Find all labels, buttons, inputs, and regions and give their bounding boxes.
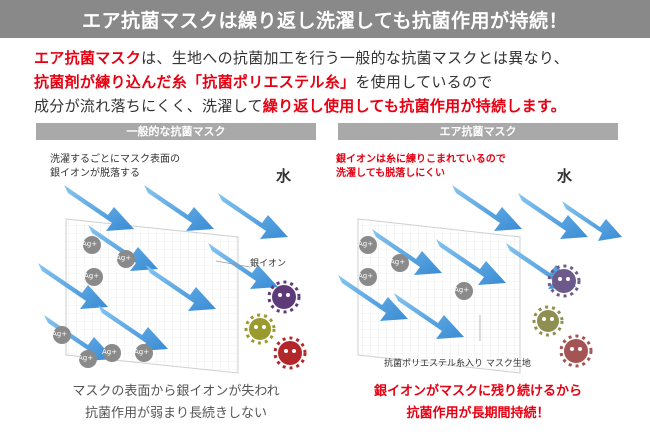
water-arrow <box>436 239 506 285</box>
silver-ion-dot <box>359 268 377 286</box>
mask-fabric-sheet <box>65 218 239 374</box>
water-arrow <box>452 185 522 231</box>
air-note-line-1: 銀イオンは糸に練りこまれているので <box>336 154 506 165</box>
water-label: 水 <box>276 167 292 185</box>
water-arrow <box>218 193 288 239</box>
air-mask-illustration <box>338 185 622 374</box>
standard-mask-header: 一般的な抗菌マスク <box>36 123 316 140</box>
standard-caption-line-1: マスクの表面から銀イオンが失われ <box>72 384 280 399</box>
ag-ion-text: Ag+ <box>82 240 98 248</box>
air-mask-caption: 銀イオンがマスクに残り続けるから 抗菌作用が長期間持続！ <box>330 381 626 425</box>
germ-purple-icon <box>547 264 581 298</box>
ag-ion-text: Ag+ <box>102 348 118 356</box>
ag-ion-text: Ag+ <box>358 240 374 248</box>
silver-ion-dot <box>79 350 97 368</box>
germ-icons <box>532 264 593 368</box>
germ-red-icon <box>273 336 307 370</box>
silver-ion-dot <box>391 254 409 272</box>
air-note-line-2: 洗濯しても脱落しにくい <box>336 168 445 179</box>
ion-pointer-line <box>215 260 251 268</box>
water-arrow <box>64 185 134 231</box>
water-arrow <box>208 243 278 289</box>
water-arrow <box>518 193 588 239</box>
title-banner: エア抗菌マスクは繰り返し洗濯しても抗菌作用が持続！ <box>0 0 650 38</box>
germ-olive-icon <box>244 313 276 345</box>
intro-line-2: 抗菌剤が練り込んだ糸「抗菌ポリエステル糸」を使用しているので <box>34 70 634 94</box>
intro-text: エア抗菌マスクは、生地への抗菌加工を行う一般的な抗菌マスクとは異なり、 抗菌剤が… <box>34 46 634 118</box>
water-arrow <box>44 315 114 361</box>
standard-caption-line-2: 抗菌作用が弱まり長続きしない <box>84 406 267 421</box>
silver-ion-dot <box>455 282 473 300</box>
intro-product-name: エア抗菌マスク <box>34 49 142 67</box>
retained-silver-ions <box>359 236 473 300</box>
ag-ion-text: Ag+ <box>84 272 100 280</box>
water-arrow <box>562 201 622 241</box>
silver-ion-dot <box>135 344 153 362</box>
standard-mask-caption: マスクの表面から銀イオンが失われ 抗菌作用が弱まり長続きしない <box>28 381 324 425</box>
germ-olive-icon <box>532 305 564 337</box>
standard-note-line-2: 銀イオンが脱落する <box>50 168 140 179</box>
air-caption-line-2: 抗菌作用が長期間持続！ <box>406 406 550 421</box>
water-flow-arrows <box>38 185 288 361</box>
ag-ion-text: Ag+ <box>390 258 406 266</box>
air-caption-line-1: 銀イオンがマスクに残り続けるから <box>373 384 582 399</box>
water-arrow <box>394 293 464 339</box>
ag-ion-text: Ag+ <box>454 286 470 294</box>
fabric-label: 抗菌ポリエステル糸入り マスク生地 <box>384 359 531 369</box>
water-arrow <box>144 185 214 231</box>
water-arrow <box>338 275 408 321</box>
ag-ion-text: Ag+ <box>358 272 374 280</box>
silver-ion-dot <box>53 326 71 344</box>
washed-off-ions <box>53 326 153 368</box>
air-mask-panel: エア抗菌マスク <box>330 123 626 433</box>
germ-red-icon <box>559 334 593 368</box>
silver-ion-dot <box>85 268 103 286</box>
intro-line-2-text: を使用しているので <box>355 73 493 91</box>
air-mask-note: 銀イオンは糸に練りこまれているので 洗濯しても脱落しにくい <box>336 153 506 181</box>
ag-ion-text: Ag+ <box>116 254 132 262</box>
intro-line-3-text: 成分が流れ落ちにくく、洗濯して <box>34 97 263 115</box>
standard-mask-note: 洗濯するごとにマスク表面の 銀イオンが脱落する <box>50 153 180 181</box>
silver-ion-dot <box>83 236 101 254</box>
water-label: 水 <box>557 167 573 185</box>
silver-ion-dot <box>117 250 135 268</box>
ag-ion-text: Ag+ <box>52 330 68 338</box>
intro-line-1-text: は、生地への抗菌加工を行う一般的な抗菌マスクとは異なり、 <box>141 49 569 67</box>
intro-line-3: 成分が流れ落ちにくく、洗濯して繰り返し使用しても抗菌作用が持続します。 <box>34 94 634 118</box>
silver-ion-dot <box>103 344 121 362</box>
intro-durability-highlight: 繰り返し使用しても抗菌作用が持続します。 <box>262 97 567 115</box>
ag-ion-text: Ag+ <box>134 348 150 356</box>
germ-purple-icon <box>267 280 301 314</box>
banner-title: エア抗菌マスクは繰り返し洗濯しても抗菌作用が持続！ <box>82 9 568 32</box>
silver-ion-label: 銀イオン <box>250 259 287 269</box>
air-mask-header: エア抗菌マスク <box>338 123 618 140</box>
water-arrow <box>88 225 158 271</box>
standard-mask-illustration <box>38 185 307 374</box>
intro-thread-highlight: 抗菌剤が練り込んだ糸「抗菌ポリエステル糸」 <box>34 73 356 91</box>
silver-ions-on-fabric <box>83 236 135 286</box>
standard-note-line-1: 洗濯するごとにマスク表面の <box>50 154 180 165</box>
water-arrow <box>372 229 442 275</box>
germ-icons <box>244 280 307 370</box>
water-arrow <box>38 263 108 309</box>
silver-ion-dot <box>359 236 377 254</box>
standard-mask-panel: 一般的な抗菌マスク <box>28 123 324 433</box>
water-arrow <box>146 265 216 311</box>
intro-line-1: エア抗菌マスクは、生地への抗菌加工を行う一般的な抗菌マスクとは異なり、 <box>34 46 634 70</box>
ag-ion-text: Ag+ <box>78 354 94 362</box>
water-arrow <box>98 305 168 351</box>
